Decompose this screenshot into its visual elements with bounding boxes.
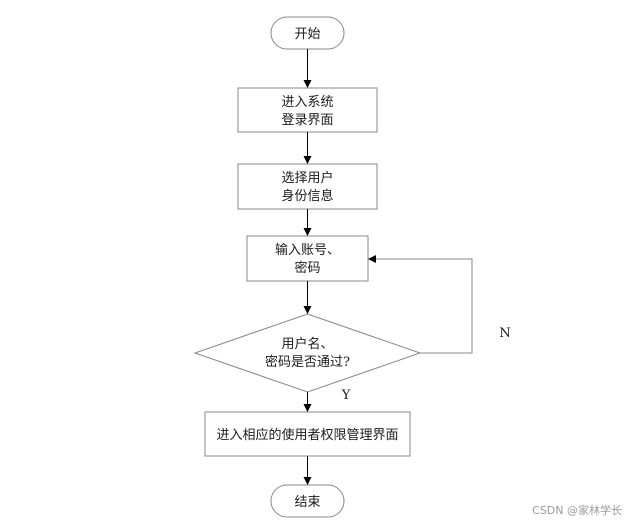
start-label: 开始 bbox=[294, 27, 320, 42]
start-node: 开始 bbox=[270, 16, 345, 50]
enter-interface-node: 进入相应的使用者权限管理界面 bbox=[204, 411, 411, 457]
edge-label-yes: Y bbox=[341, 388, 351, 403]
enter-interface-label: 进入相应的使用者权限管理界面 bbox=[216, 427, 398, 443]
input-credentials-label-line2: 密码 bbox=[294, 260, 320, 276]
enter-login-node: 进入系统 登录界面 bbox=[237, 87, 378, 133]
input-credentials-label-line1: 输入账号、 bbox=[275, 242, 340, 258]
enter-login-label-line2: 登录界面 bbox=[281, 113, 333, 128]
input-credentials-node: 输入账号、 密码 bbox=[246, 235, 369, 282]
select-identity-label-line1: 选择用户 bbox=[281, 170, 333, 186]
decision-label-line2: 密码是否通过? bbox=[265, 354, 350, 370]
decision-node: 用户名、 密码是否通过? bbox=[193, 313, 422, 393]
edge-label-no: N bbox=[499, 326, 510, 341]
select-identity-node: 选择用户 身份信息 bbox=[237, 163, 378, 210]
arrow-decision-no-loop bbox=[368, 255, 473, 354]
end-label: 结束 bbox=[294, 495, 320, 510]
watermark: CSDN @家林学长 bbox=[532, 504, 622, 517]
decision-label-line1: 用户名、 bbox=[281, 336, 333, 352]
end-node: 结束 bbox=[270, 484, 345, 518]
enter-login-label-line1: 进入系统 bbox=[281, 95, 333, 110]
select-identity-label-line2: 身份信息 bbox=[281, 188, 333, 204]
